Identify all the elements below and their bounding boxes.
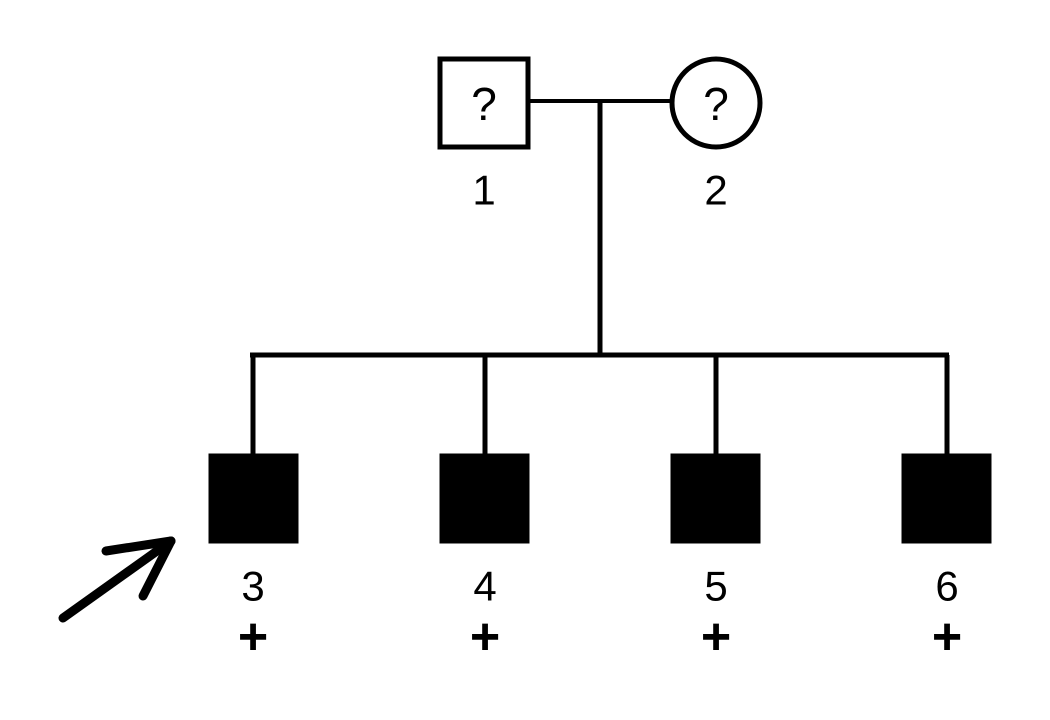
- individual-id-label-4: 4: [473, 563, 496, 610]
- status-plus-marker-6: +: [932, 608, 962, 666]
- unknown-genotype-marker: ?: [471, 78, 497, 130]
- proband-arrow-barb-lower: [138, 536, 176, 601]
- individual-3[interactable]: 3 +: [208, 453, 299, 666]
- generation-2-group: 3 + 4 + 5 + 6 +: [208, 453, 992, 666]
- status-plus-marker-5: +: [701, 608, 731, 666]
- square-symbol-male-affected[interactable]: [439, 453, 530, 544]
- individual-id-label-5: 5: [704, 563, 727, 610]
- individual-2[interactable]: ? 2: [669, 56, 763, 214]
- square-symbol-male-affected[interactable]: [901, 453, 992, 544]
- proband-arrow-shaft: [58, 536, 176, 623]
- connector-lines: [250, 99, 950, 457]
- proband-arrow-icon: [58, 536, 176, 623]
- individual-id-label-3: 3: [241, 563, 264, 610]
- status-plus-marker-3: +: [238, 608, 268, 666]
- unknown-genotype-marker: ?: [703, 78, 729, 130]
- individual-6[interactable]: 6 +: [901, 453, 992, 666]
- square-symbol-male-affected[interactable]: [208, 453, 299, 544]
- individual-4[interactable]: 4 +: [439, 453, 530, 666]
- individual-id-label-6: 6: [935, 563, 958, 610]
- circle-symbol-female-unaffected[interactable]: [669, 56, 763, 150]
- individual-5[interactable]: 5 +: [670, 453, 761, 666]
- status-plus-marker-4: +: [470, 608, 500, 666]
- square-symbol-male-affected[interactable]: [670, 453, 761, 544]
- individual-1[interactable]: ? 1: [437, 56, 531, 214]
- individual-id-label-1: 1: [472, 167, 495, 214]
- proband-arrow-barb-upper: [101, 536, 176, 556]
- square-symbol-male-unaffected[interactable]: [437, 56, 531, 150]
- individual-id-label-2: 2: [704, 167, 727, 214]
- generation-1-group: ? 1 ? 2: [437, 56, 763, 214]
